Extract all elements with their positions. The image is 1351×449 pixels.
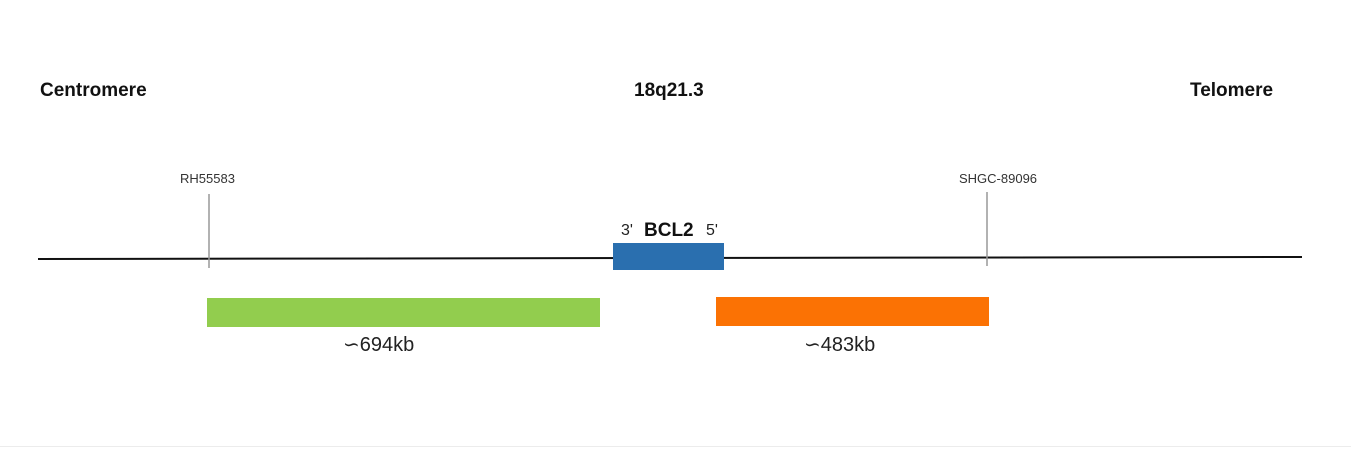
bcl2-gene-box [613,243,724,270]
probe-left-bar [207,298,600,327]
gene-end-right-label: 5' [706,222,718,239]
probe-right-size-label: ∽483kb [804,334,876,356]
telomere-label: Telomere [1190,80,1274,101]
probe-right-bar [716,297,989,326]
gene-end-left-label: 3' [621,222,633,239]
gene-label: BCL2 [644,220,694,241]
centromere-label: Centromere [40,80,147,101]
marker-left-label: RH55583 [180,171,235,186]
band-label: 18q21.3 [634,80,704,101]
marker-right-label: SHGC-89096 [959,171,1038,186]
probe-left-size-label: ∽694kb [343,334,415,356]
bottom-edge-divider [0,446,1351,447]
